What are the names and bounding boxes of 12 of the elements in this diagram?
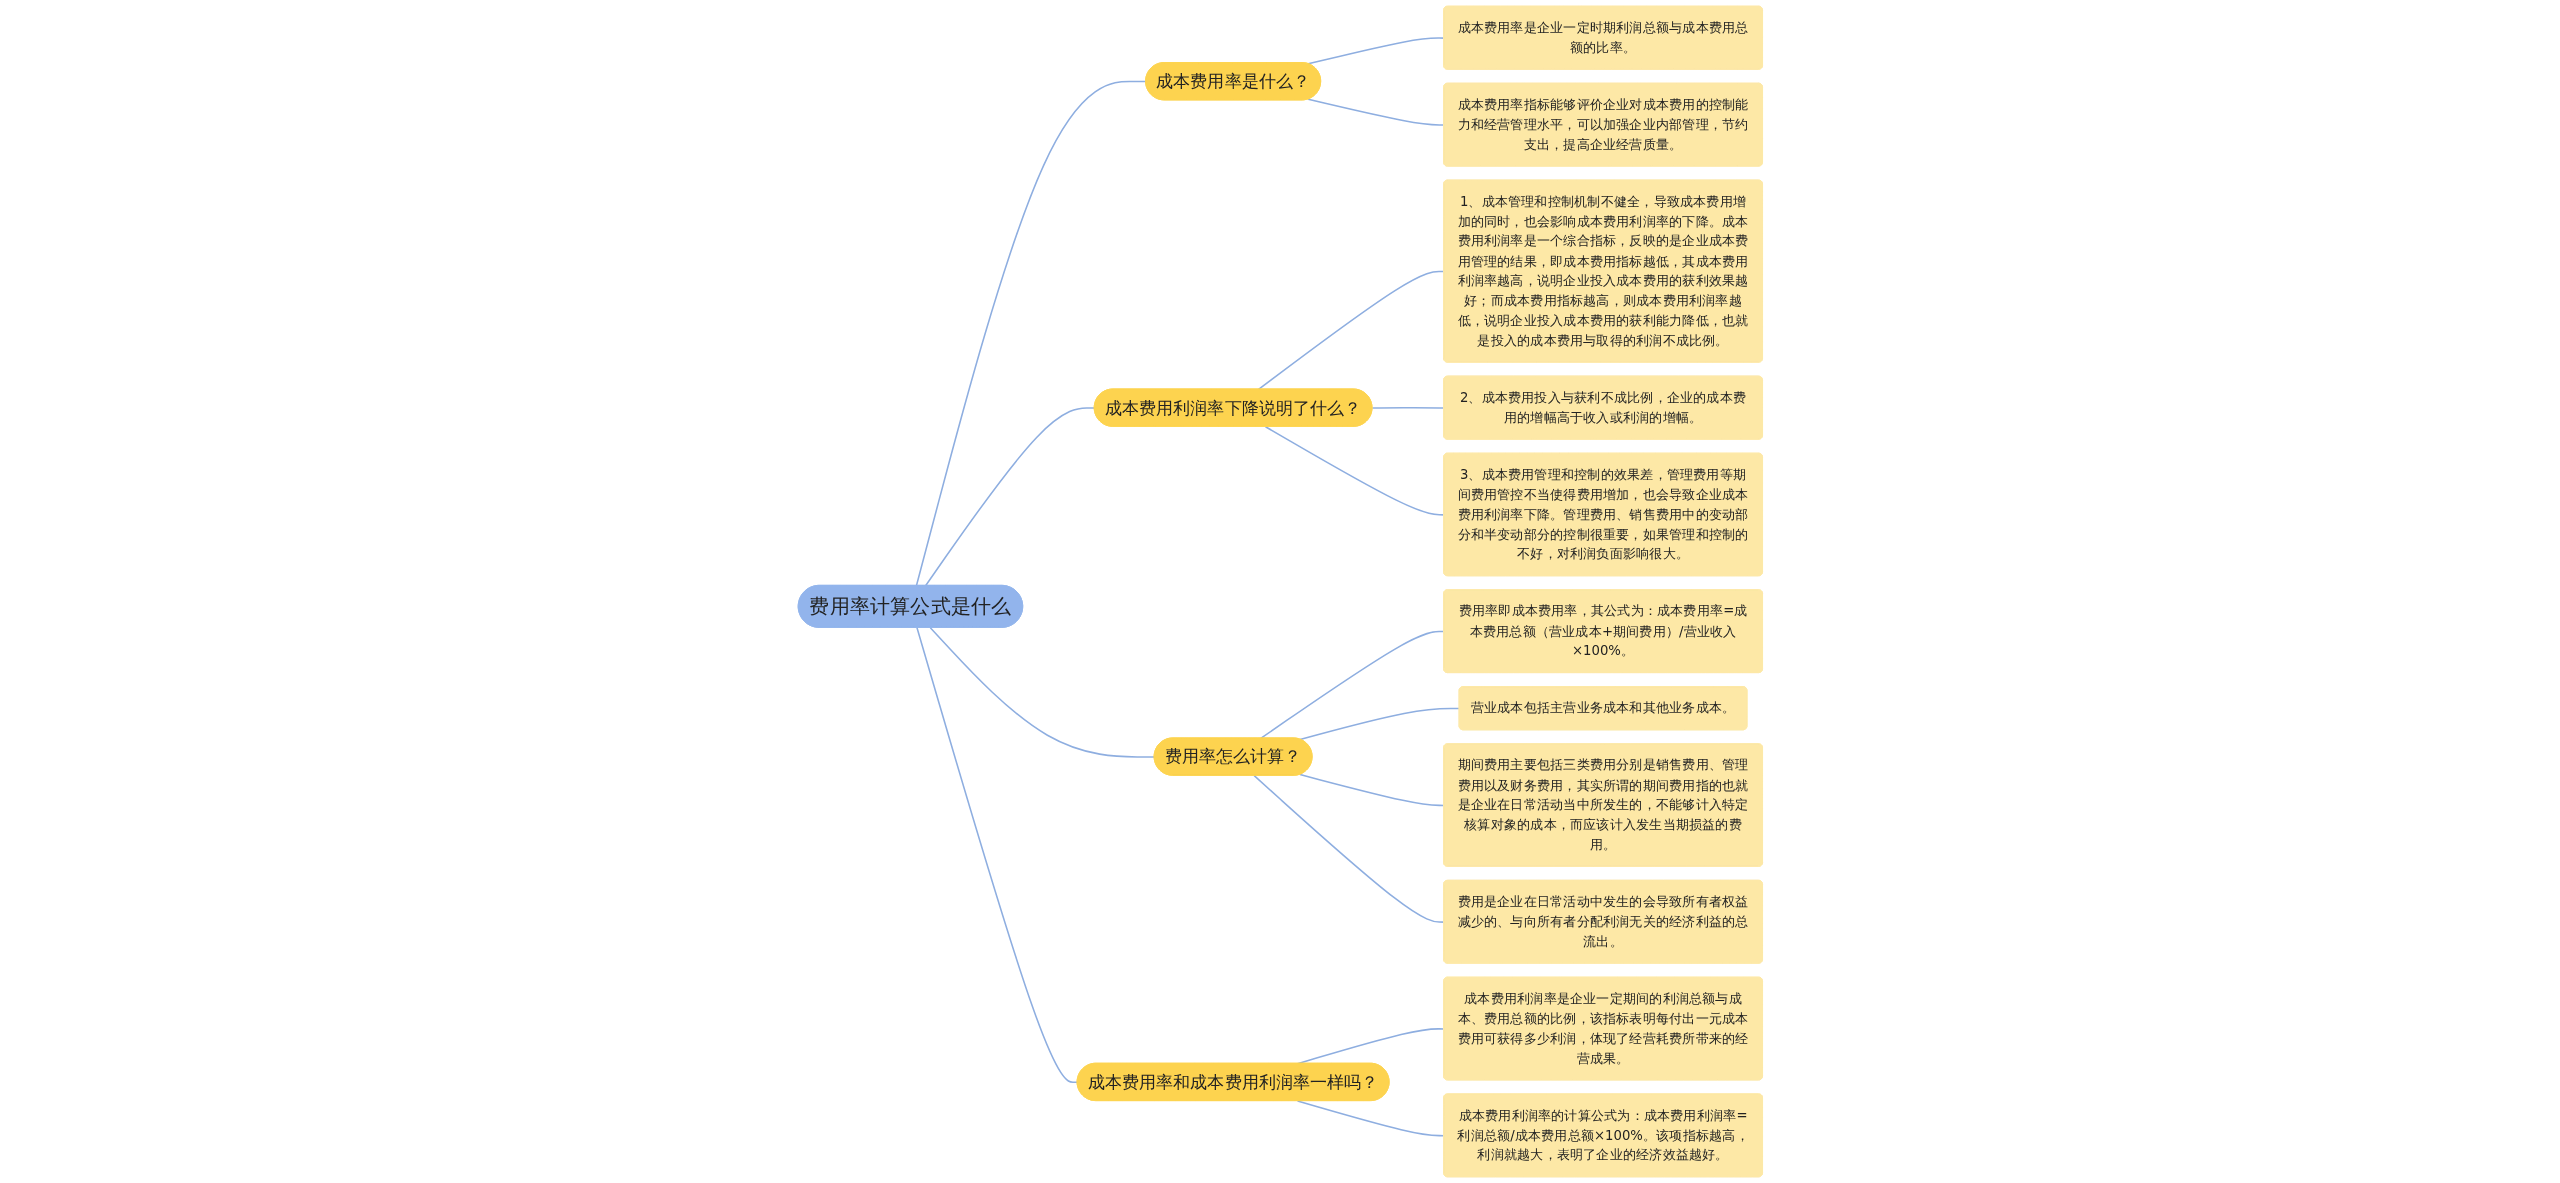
connector [1371, 407, 1445, 409]
connector [1298, 773, 1445, 807]
connector [1307, 98, 1445, 126]
connector [1264, 426, 1445, 516]
connector [1257, 270, 1445, 391]
connector [929, 627, 1155, 758]
connector [915, 80, 1147, 587]
connector [1253, 774, 1445, 923]
connector [1307, 37, 1445, 65]
connector [924, 407, 1095, 587]
connector [915, 627, 1078, 1084]
connector [1296, 1100, 1445, 1137]
